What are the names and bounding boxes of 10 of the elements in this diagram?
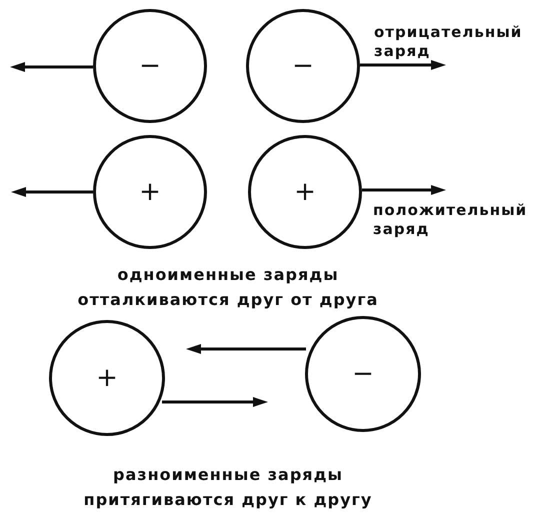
charge-sign: + — [139, 179, 161, 205]
charge-sign: + — [294, 179, 316, 205]
charge-sign: + — [96, 365, 118, 391]
charge-sign: − — [292, 53, 314, 79]
charge-sign: − — [352, 361, 374, 387]
charge-sign: − — [139, 53, 161, 79]
caption: одноименные заряды отталкиваются друг от друга — [76, 264, 380, 311]
charge-label: положительный заряд — [373, 201, 528, 239]
charge-label: отрицательный заряд — [374, 23, 524, 61]
caption: разноименные заряды притягиваются друг к другу — [82, 464, 374, 511]
